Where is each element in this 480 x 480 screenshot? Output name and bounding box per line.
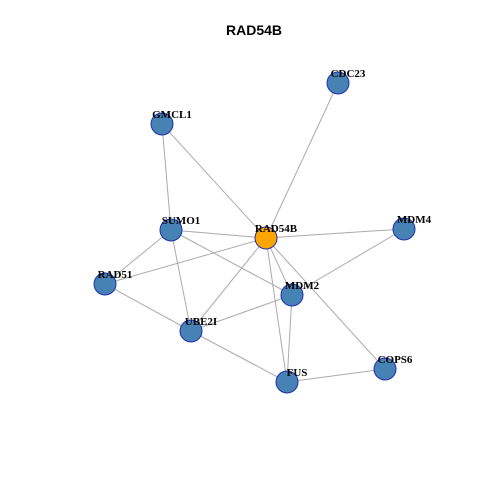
node-label-cops6: COPS6 [378, 354, 413, 366]
node-circle-cdc23 [326, 71, 350, 95]
node-circle-mdm2 [280, 283, 304, 307]
edge-sumo1-mdm2 [170, 229, 293, 296]
edge-rad54b-gmcl1 [161, 123, 267, 239]
node-label-fus: FUS [287, 367, 308, 379]
node-circle-rad54b [254, 226, 278, 250]
edge-mdm4-mdm2 [291, 228, 405, 296]
node-label-gmcl1: GMCL1 [152, 109, 192, 121]
edge-fus-cops6 [286, 368, 386, 383]
node-mdm2: MDM2 [280, 280, 320, 307]
edge-gmcl1-sumo1 [161, 123, 172, 231]
edge-rad54b-ube2i [190, 237, 267, 332]
graph-title: RAD54B [226, 22, 282, 38]
edge-rad54b-cdc23 [265, 82, 339, 239]
edge-mdm2-fus [286, 294, 293, 383]
node-fus: FUS [275, 367, 308, 394]
edge-rad54b-sumo1 [170, 229, 267, 239]
node-cops6: COPS6 [373, 354, 413, 381]
node-circle-gmcl1 [150, 112, 174, 136]
node-label-sumo1: SUMO1 [162, 215, 201, 227]
node-rad54b: RAD54B [254, 223, 298, 250]
node-gmcl1: GMCL1 [150, 109, 192, 136]
node-cdc23: CDC23 [326, 68, 366, 95]
node-circle-ube2i [179, 319, 203, 343]
node-sumo1: SUMO1 [159, 215, 201, 242]
edge-sumo1-ube2i [170, 229, 192, 332]
edge-mdm2-ube2i [190, 294, 293, 332]
node-label-rad51: RAD51 [98, 269, 133, 281]
node-circle-rad51 [93, 272, 117, 296]
node-mdm4: MDM4 [392, 214, 432, 241]
edge-rad54b-mdm4 [265, 228, 405, 239]
edge-ube2i-fus [190, 330, 288, 383]
node-circle-cops6 [373, 357, 397, 381]
edge-rad54b-fus [265, 237, 288, 383]
node-ube2i: UBE2I [179, 316, 217, 343]
node-label-rad54b: RAD54B [255, 223, 298, 235]
node-circle-mdm4 [392, 217, 416, 241]
edge-rad51-ube2i [104, 283, 192, 332]
node-label-ube2i: UBE2I [185, 316, 217, 328]
edge-rad54b-rad51 [104, 237, 267, 285]
node-rad51: RAD51 [93, 269, 133, 296]
node-label-mdm2: MDM2 [285, 280, 320, 292]
node-label-cdc23: CDC23 [331, 68, 366, 80]
edge-rad54b-cops6 [265, 237, 386, 370]
node-circle-fus [275, 370, 299, 394]
node-label-mdm4: MDM4 [397, 214, 432, 226]
edge-sumo1-rad51 [104, 229, 172, 285]
node-circle-sumo1 [159, 218, 183, 242]
